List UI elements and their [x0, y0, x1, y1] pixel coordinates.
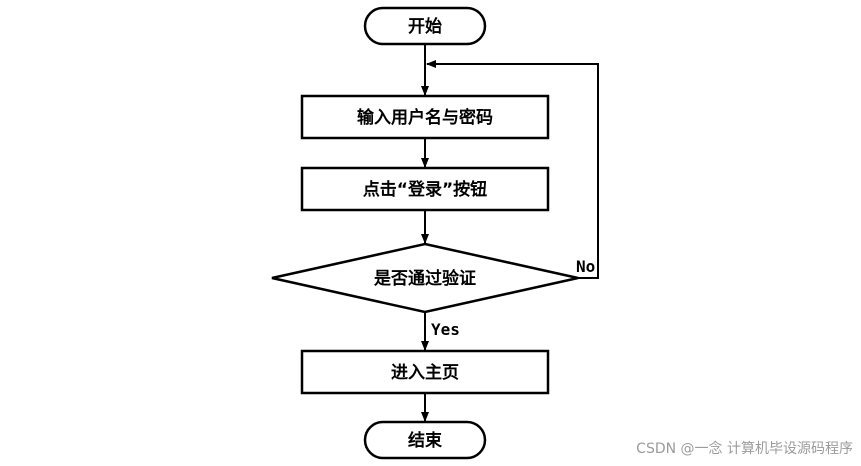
verification-decision-label: 是否通过验证	[374, 268, 476, 289]
end-node: 结束	[363, 420, 487, 460]
verification-decision-node: 是否通过验证	[271, 242, 579, 314]
enter-home-node: 进入主页	[300, 349, 550, 395]
yes-branch-label: Yes	[431, 320, 460, 339]
click-login-node: 点击“登录”按钮	[300, 166, 550, 212]
input-credentials-label: 输入用户名与密码	[357, 107, 493, 128]
start-node: 开始	[363, 6, 487, 46]
input-credentials-node: 输入用户名与密码	[300, 94, 550, 140]
enter-home-label: 进入主页	[391, 362, 459, 383]
csdn-watermark: CSDN @一念 计算机毕设源码程序	[636, 441, 853, 457]
no-branch-label: No	[576, 257, 595, 276]
edge-no-loop-back	[426, 60, 599, 279]
click-login-label: 点击“登录”按钮	[363, 179, 487, 200]
end-label: 结束	[408, 430, 442, 451]
start-label: 开始	[408, 16, 442, 37]
